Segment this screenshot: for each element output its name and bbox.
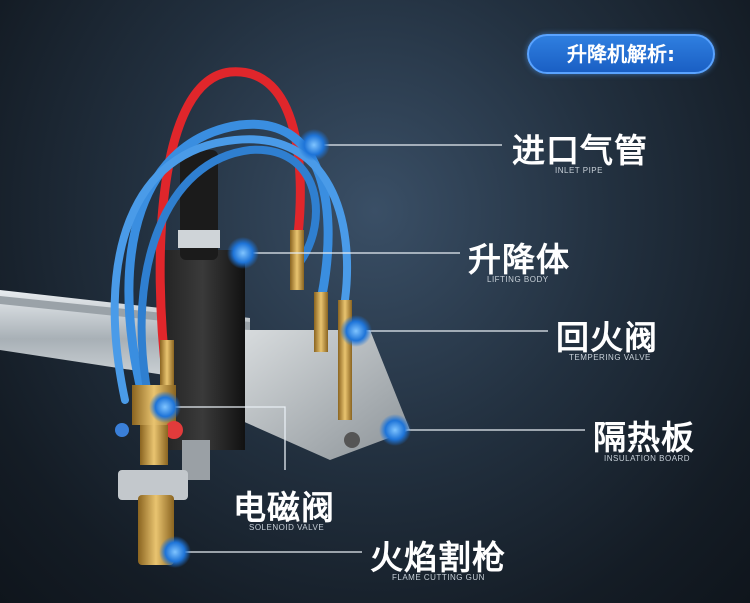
label-lifting-body: 升降体 bbox=[468, 240, 570, 279]
label-insulation-board: 隔热板 bbox=[593, 418, 695, 457]
label-solenoid-valve: 电磁阀 bbox=[233, 488, 335, 527]
label-tempering-valve-en: TEMPERING VALVE bbox=[569, 353, 651, 362]
blue-hose-2 bbox=[110, 135, 352, 404]
blue-hose-1 bbox=[124, 119, 333, 390]
red-hose bbox=[155, 67, 305, 395]
label-inlet-pipe-en: INLET PIPE bbox=[555, 166, 603, 175]
callout-dot-tempering bbox=[340, 315, 372, 347]
label-inlet-pipe: 进口气管 bbox=[512, 131, 648, 170]
label-insulation-board-en: INSULATION BOARD bbox=[604, 454, 691, 463]
callout-dot-solenoid bbox=[149, 391, 181, 423]
callout-dot-inlet bbox=[298, 129, 330, 161]
label-flame-cutting-gun: 火焰割枪 bbox=[370, 538, 506, 577]
callout-dot-lifting bbox=[227, 237, 259, 269]
label-flame-cutting-gun-en: FLAME CUTTING GUN bbox=[392, 573, 485, 582]
label-lifting-body-en: LIFTING BODY bbox=[487, 275, 549, 284]
insulation-plate bbox=[240, 330, 410, 460]
section-badge: 升降机解析: bbox=[527, 34, 715, 74]
callout-dot-torch bbox=[159, 536, 191, 568]
label-solenoid-valve-en: SOLENOID VALVE bbox=[249, 523, 325, 532]
callout-dot-insulation bbox=[379, 414, 411, 446]
torch-clamp bbox=[118, 470, 188, 500]
blue-hose-3 bbox=[137, 145, 320, 399]
label-tempering-valve: 回火阀 bbox=[556, 318, 658, 357]
